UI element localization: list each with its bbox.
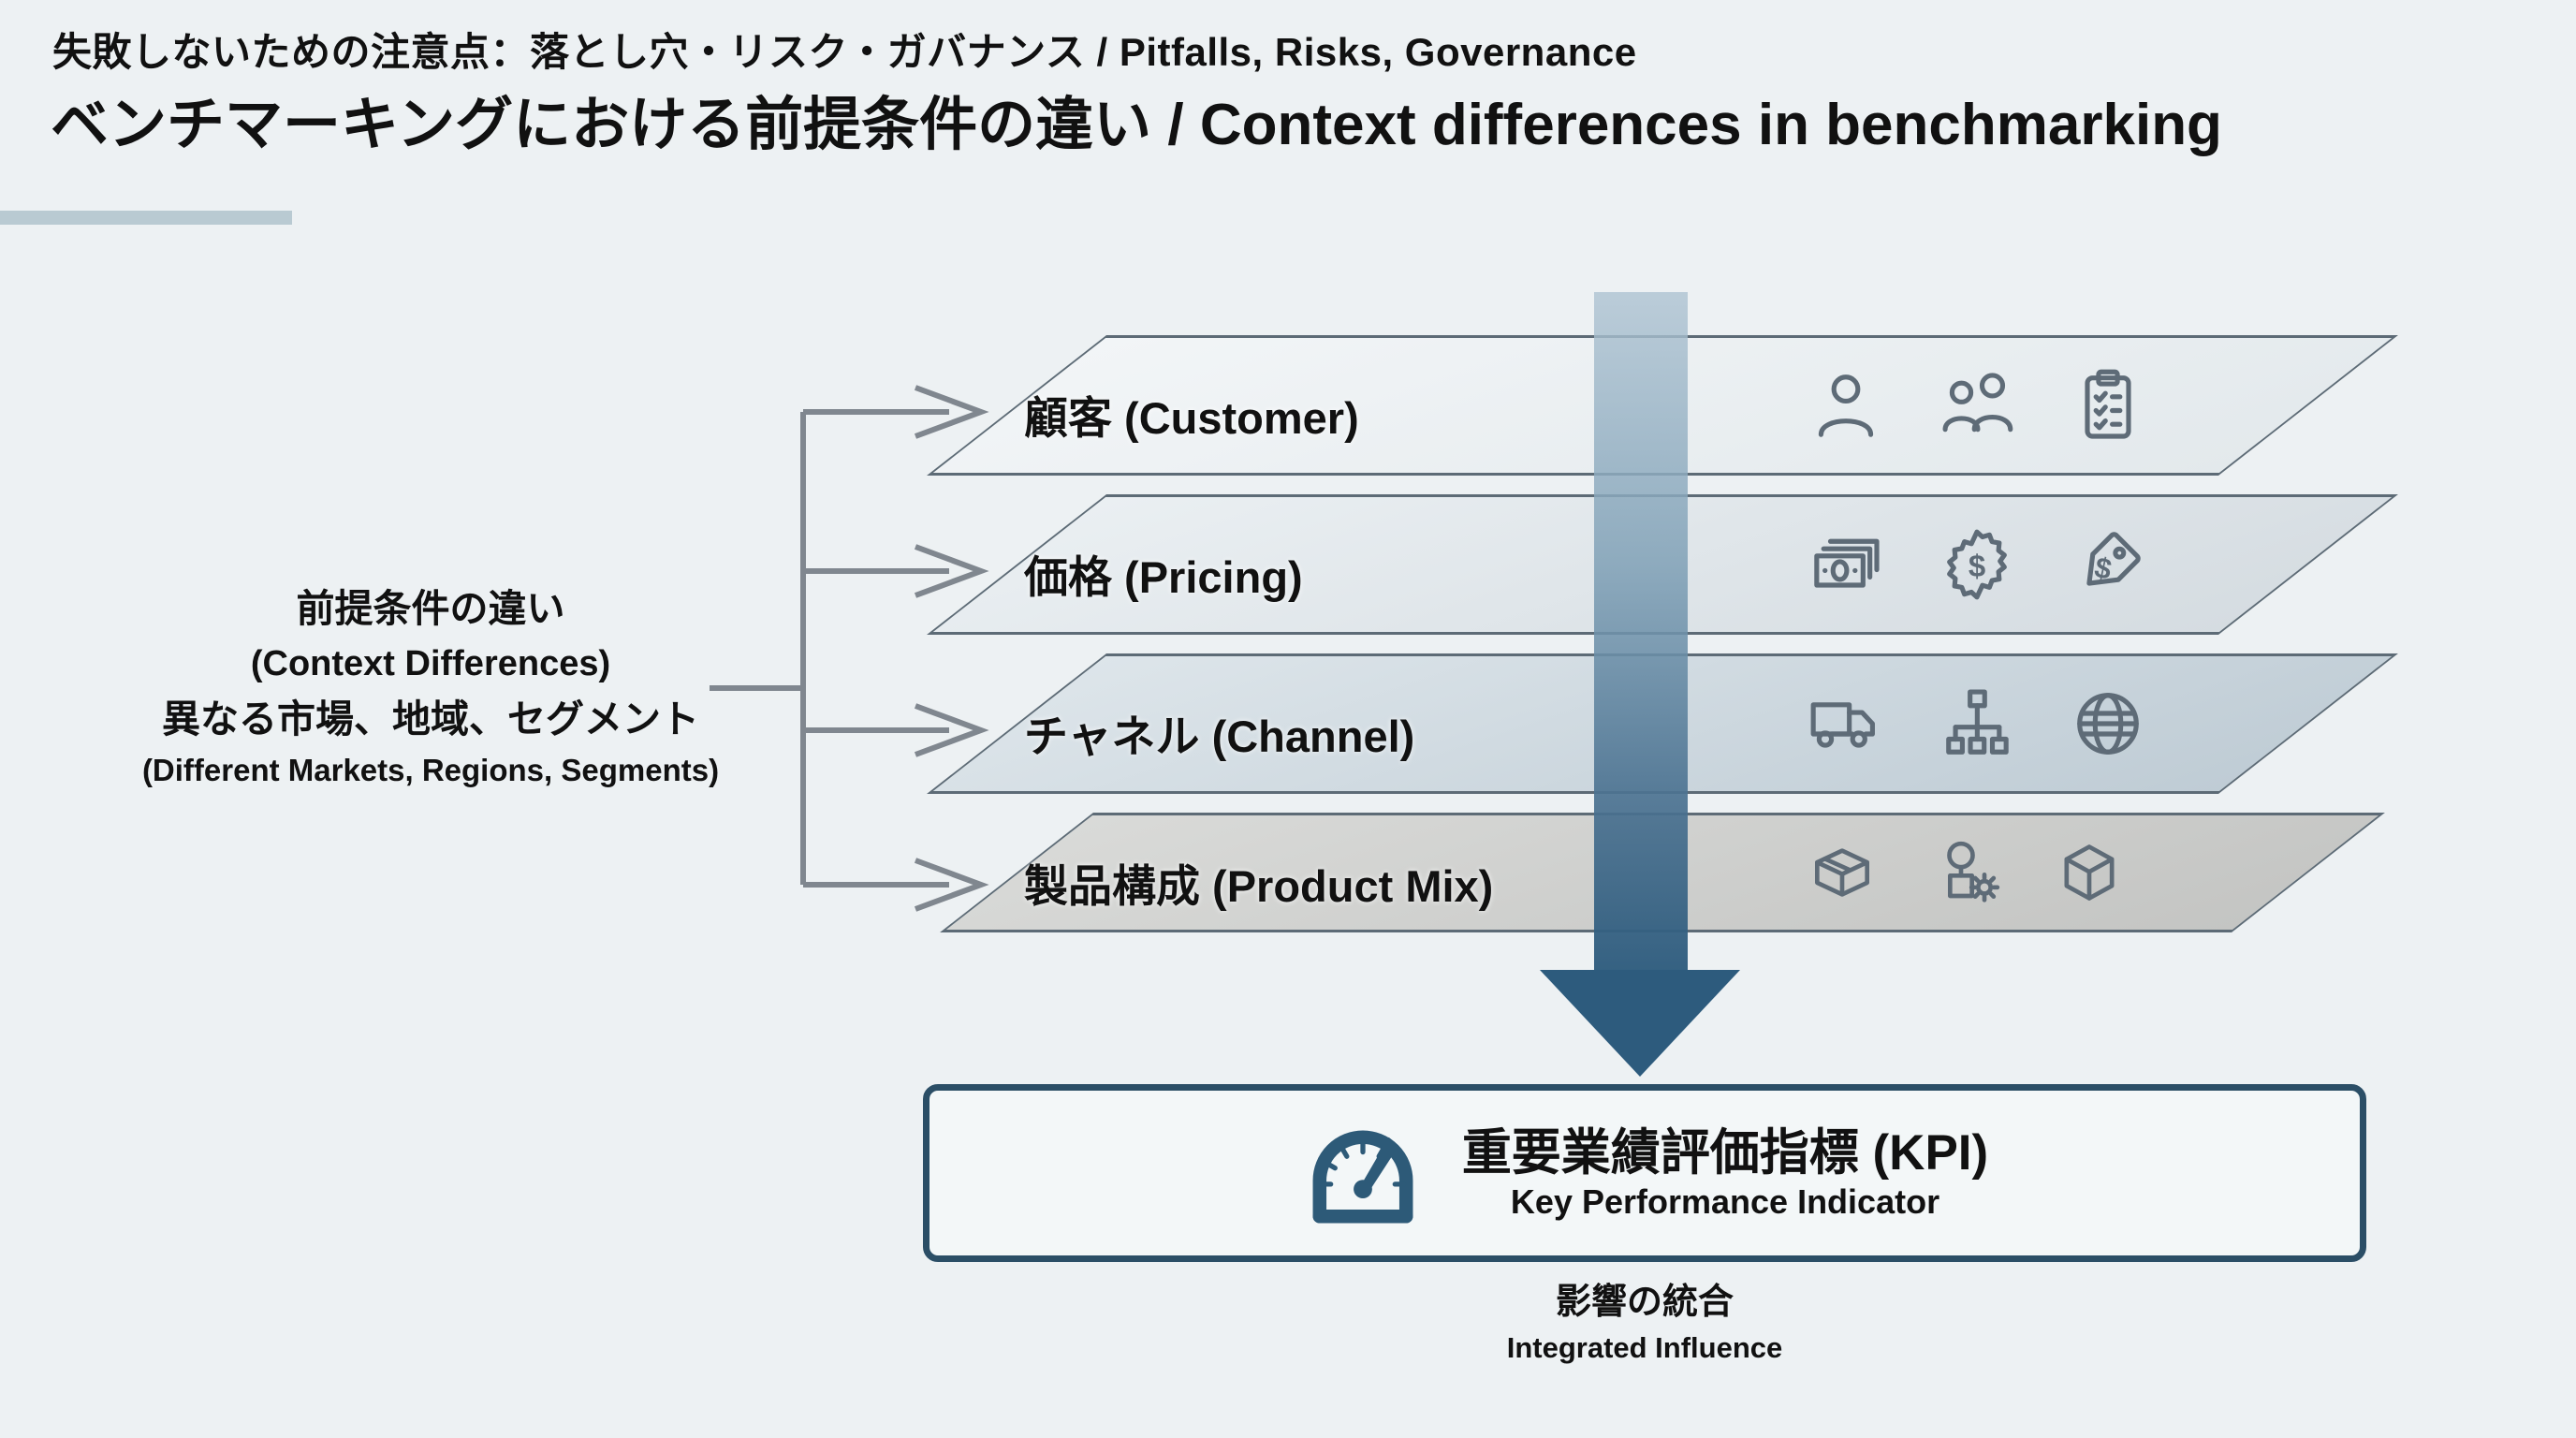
- context-jp-title: 前提条件の違い: [296, 587, 565, 630]
- badge-dollar-icon: $: [1947, 529, 2007, 600]
- layer-label-channel: チャネル (Channel): [1024, 712, 1415, 761]
- cube-icon: [2064, 844, 2115, 901]
- sitemap-icon: [1946, 689, 2009, 755]
- arrow-to-customer: [803, 385, 989, 439]
- channel-icons: [1805, 682, 2149, 765]
- context-differences-label: 前提条件の違い (Context Differences) 異なる市場、地域、セ…: [34, 587, 827, 787]
- integrated-influence-caption: 影響の統合 Integrated Influence: [923, 1284, 2366, 1362]
- arrow-to-product-mix: [803, 858, 989, 912]
- caption-en: Integrated Influence: [1506, 1331, 1783, 1364]
- page-title: ベンチマーキングにおける前提条件の違い / Context difference…: [51, 93, 2222, 157]
- people-icon: [1942, 373, 2013, 433]
- kpi-text: 重要業績評価指標 (KPI) Key Performance Indicator: [1462, 1125, 1988, 1221]
- product-mix-icons: [1805, 835, 2127, 910]
- pricing-icons: $ $: [1805, 523, 2149, 606]
- context-en-title: (Context Differences): [250, 644, 611, 683]
- kpi-box: 重要業績評価指標 (KPI) Key Performance Indicator: [923, 1084, 2366, 1262]
- title-accent-bar: [0, 211, 292, 225]
- prototype-gear-icon: [1947, 841, 2000, 902]
- arrow-to-channel: [803, 703, 989, 757]
- layer-label-product-mix: 製品構成 (Product Mix): [1024, 861, 1494, 911]
- kpi-title-jp: 重要業績評価指標 (KPI): [1461, 1124, 1989, 1181]
- gauge-icon: [1312, 1130, 1413, 1224]
- context-jp-subtitle: 異なる市場、地域、セグメント: [162, 697, 699, 741]
- context-en-subtitle: (Different Markets, Regions, Segments): [141, 753, 720, 787]
- caption-jp: 影響の統合: [1555, 1283, 1734, 1322]
- layer-label-customer: 顧客 (Customer): [1024, 393, 1359, 443]
- customer-icons: [1805, 364, 2149, 447]
- price-tag-icon: $: [2086, 532, 2141, 586]
- truck-icon: [1810, 702, 1875, 748]
- person-icon: [1818, 374, 1874, 437]
- arrow-to-pricing: [803, 544, 989, 598]
- svg-text:$: $: [1969, 549, 1985, 583]
- globe-icon: [2077, 693, 2139, 755]
- kpi-title-en: Key Performance Indicator: [1510, 1181, 1940, 1221]
- clipboard-checklist-icon: [2085, 369, 2131, 439]
- banknotes-icon: [1814, 538, 1880, 588]
- layer-label-pricing: 価格 (Pricing): [1024, 552, 1303, 602]
- open-box-icon: [1815, 848, 1869, 897]
- kicker-title: 失敗しないための注意点：落とし穴・リスク・ガバナンス / Pitfalls, R…: [52, 30, 1637, 74]
